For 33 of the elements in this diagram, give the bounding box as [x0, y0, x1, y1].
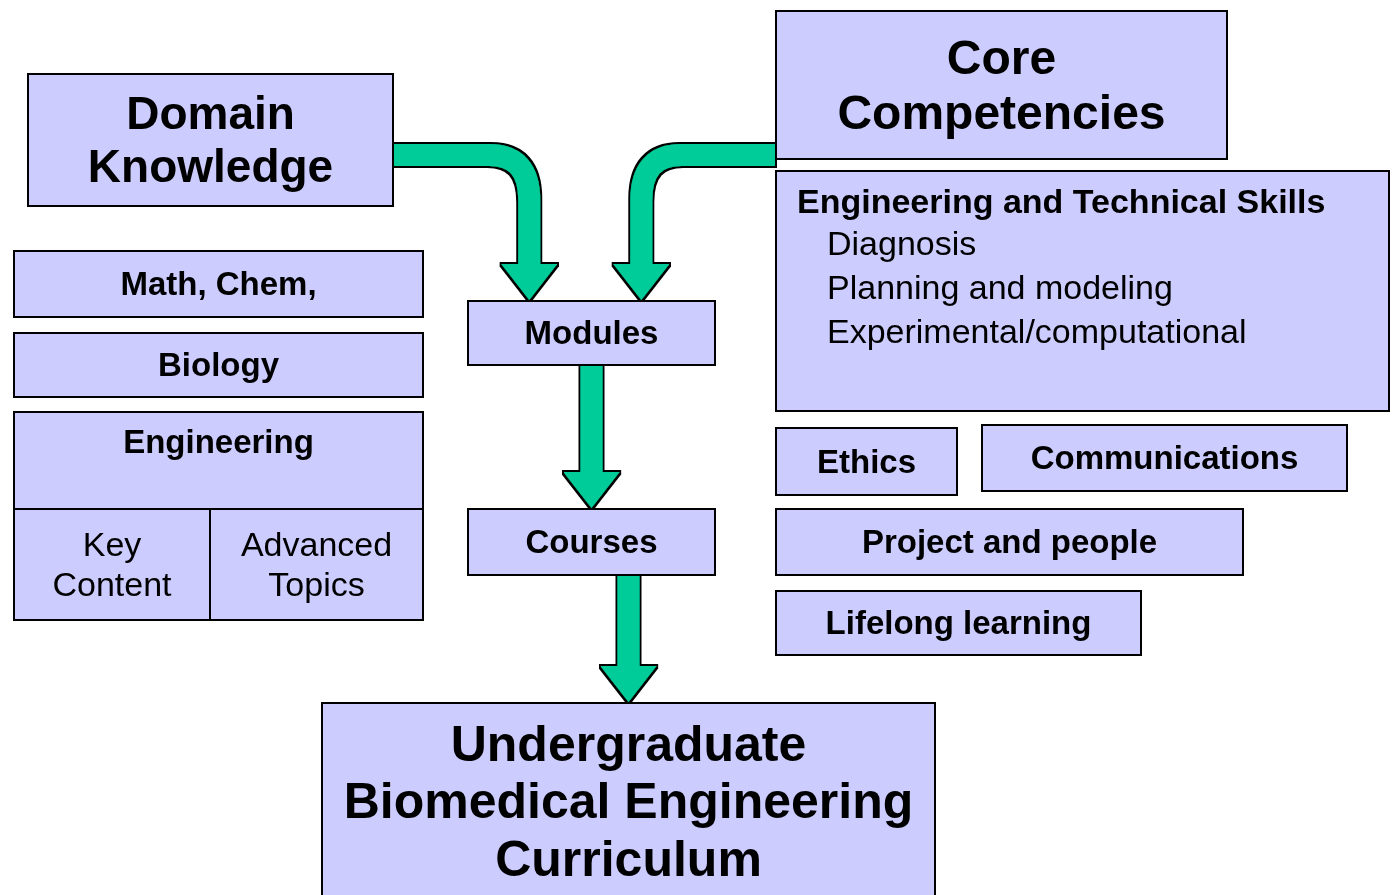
- skill-item: Diagnosis: [827, 223, 977, 265]
- topic-box: [775, 10, 1228, 160]
- box-title: Project and people: [861, 523, 1158, 561]
- topic-box: [27, 73, 394, 207]
- box-title: Undergraduate Biomedical Engineering Curriculum: [342, 715, 915, 889]
- topic-box: [321, 702, 936, 895]
- topic-box: [467, 300, 716, 366]
- topic-box: [775, 590, 1142, 656]
- topic-box: [13, 411, 424, 621]
- box-title: Math, Chem,: [120, 265, 317, 303]
- box-title: Biology: [158, 346, 279, 384]
- topic-box: [775, 427, 958, 496]
- topic-box: [13, 332, 424, 398]
- box-title: Engineering: [123, 423, 314, 461]
- box-title: Lifelong learning: [825, 604, 1092, 642]
- topic-box: [13, 250, 424, 318]
- arrow: [394, 144, 558, 300]
- topic-box: [775, 508, 1244, 576]
- arrow: [613, 144, 775, 300]
- box-title: Courses: [525, 523, 658, 561]
- box-title: Communications: [1030, 439, 1299, 477]
- box-title: Modules: [524, 314, 659, 352]
- box-title: Engineering and Technical Skills: [797, 182, 1326, 222]
- skill-item: Planning and modeling: [827, 267, 1173, 309]
- box-title: Advanced Topics: [240, 525, 393, 604]
- skill-item: Experimental/computational: [827, 311, 1247, 353]
- topic-box: [775, 170, 1390, 412]
- topic-box: [467, 508, 716, 576]
- box-title: Key Content: [51, 525, 173, 604]
- box-title: Core Competencies: [836, 29, 1167, 141]
- topic-box: [981, 424, 1348, 492]
- box-title: Domain Knowledge: [86, 87, 335, 193]
- box-title: Ethics: [816, 442, 916, 481]
